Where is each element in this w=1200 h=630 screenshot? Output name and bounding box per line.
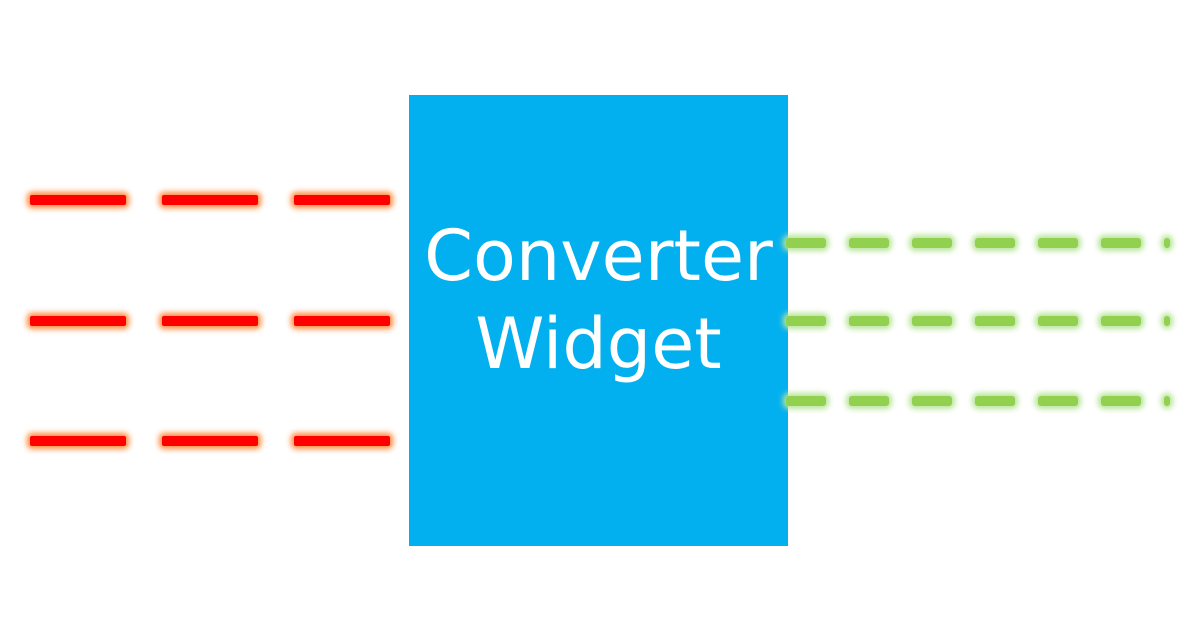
output-dash — [786, 316, 826, 326]
input-dash — [30, 436, 126, 446]
output-dash — [786, 238, 826, 248]
widget-title: Converter Widget — [424, 212, 773, 388]
input-dash — [294, 436, 390, 446]
output-dash — [849, 316, 889, 326]
output-dash — [1038, 238, 1078, 248]
output-dash — [1164, 238, 1170, 248]
converter-widget-box: Converter Widget — [409, 95, 788, 546]
output-dash — [849, 396, 889, 406]
output-dash — [975, 316, 1015, 326]
widget-title-line-1: Converter — [424, 214, 773, 297]
output-dash — [1101, 396, 1141, 406]
output-dash — [1038, 396, 1078, 406]
widget-title-line-2: Widget — [475, 302, 722, 385]
output-dash — [1164, 316, 1170, 326]
output-dash — [975, 396, 1015, 406]
output-dash — [849, 238, 889, 248]
input-dash — [294, 316, 390, 326]
input-dash — [30, 316, 126, 326]
output-dash — [786, 396, 826, 406]
input-dash — [294, 195, 390, 205]
input-dash — [162, 436, 258, 446]
output-dash — [1101, 316, 1141, 326]
output-dash — [1101, 238, 1141, 248]
output-dash — [1164, 396, 1170, 406]
output-dash — [912, 238, 952, 248]
output-dash — [912, 396, 952, 406]
output-dash — [975, 238, 1015, 248]
output-dash — [1038, 316, 1078, 326]
input-dash — [162, 316, 258, 326]
input-dash — [30, 195, 126, 205]
input-dash — [162, 195, 258, 205]
output-dash — [912, 316, 952, 326]
